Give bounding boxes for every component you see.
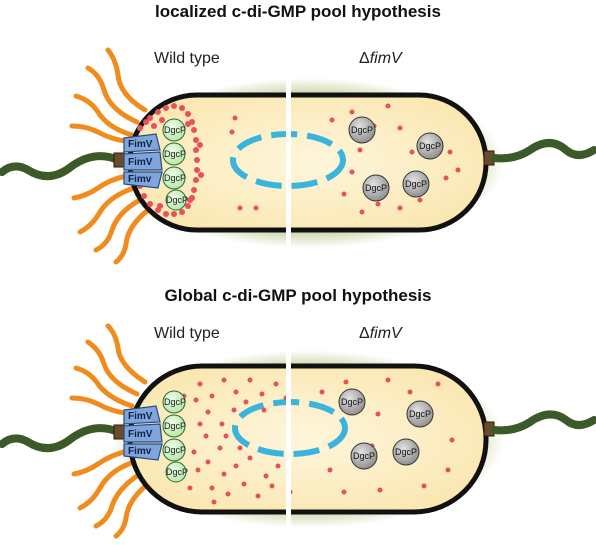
dgcp-label: DgcP [351, 125, 373, 135]
cell-bottom: FimV FimV Fimv DgcP DgcP DgcP DgcP DgcP … [0, 323, 596, 539]
gene-name: fimV [369, 325, 402, 342]
dgcp-label: DgcP [409, 409, 431, 419]
title-localized: localized c-di-GMP pool hypothesis [155, 2, 441, 21]
fimv-cluster: FimV FimV Fimv [123, 405, 163, 461]
dgcp-mutant: DgcP DgcP DgcP DgcP [338, 388, 434, 470]
dgcp-label: DgcP [164, 125, 186, 135]
fimv-label: FimV [128, 139, 153, 150]
dgcp-label: DgcP [164, 421, 186, 431]
dgcp-label: DgcP [164, 445, 186, 455]
fimv-label: FimV [128, 429, 153, 440]
label-wild-type: Wild type [154, 50, 220, 67]
title-global: Global c-di-GMP pool hypothesis [164, 286, 432, 305]
flagellum [490, 139, 596, 163]
dgcp-label: DgcP [341, 397, 363, 407]
label-delta-fimv: ΔfimV [359, 50, 402, 68]
flagellum [0, 424, 122, 452]
label-delta-fimv: ΔfimV [359, 325, 402, 343]
gene-name: fimV [369, 50, 402, 67]
dgcp-label: DgcP [166, 467, 188, 477]
dgcp-label: DgcP [365, 183, 387, 193]
label-wild-type: Wild type [154, 325, 220, 342]
dgcp-cluster: DgcP DgcP DgcP DgcP [162, 118, 188, 211]
motor [113, 152, 125, 168]
fimv-label: FimV [128, 157, 153, 168]
dgcp-label: DgcP [164, 149, 186, 159]
dgcp-label: DgcP [353, 451, 375, 461]
panel-divider-bottom [286, 318, 291, 545]
delta-symbol: Δ [359, 325, 370, 342]
c-di-gmp-sparse [319, 377, 455, 495]
dgcp-mutant: DgcP DgcP DgcP DgcP [348, 116, 444, 202]
pili [69, 323, 151, 539]
c-di-gmp-sparse [229, 103, 461, 215]
flagellum [490, 410, 596, 435]
pili [69, 47, 151, 265]
c-di-gmp-dispersed [181, 377, 293, 505]
dgcp-cluster: DgcP DgcP DgcP DgcP [162, 390, 188, 483]
fimv-label: Fimv [128, 174, 152, 185]
dgcp-label: DgcP [166, 195, 188, 205]
dgcp-label: DgcP [164, 397, 186, 407]
fimv-label: Fimv [128, 446, 152, 457]
fimv-label: FimV [128, 411, 153, 422]
panel-divider-top [286, 44, 291, 266]
flagellum [0, 152, 122, 180]
dgcp-label: DgcP [164, 173, 186, 183]
delta-symbol: Δ [359, 50, 370, 67]
dgcp-label: DgcP [395, 447, 417, 457]
cell-top: FimV FimV Fimv DgcP DgcP DgcP DgcP DgcP … [0, 47, 596, 265]
cell-membrane [127, 363, 489, 515]
dgcp-label: DgcP [419, 141, 441, 151]
fimv-cluster: FimV FimV Fimv [123, 133, 163, 189]
dgcp-label: DgcP [405, 179, 427, 189]
motor [113, 424, 125, 440]
